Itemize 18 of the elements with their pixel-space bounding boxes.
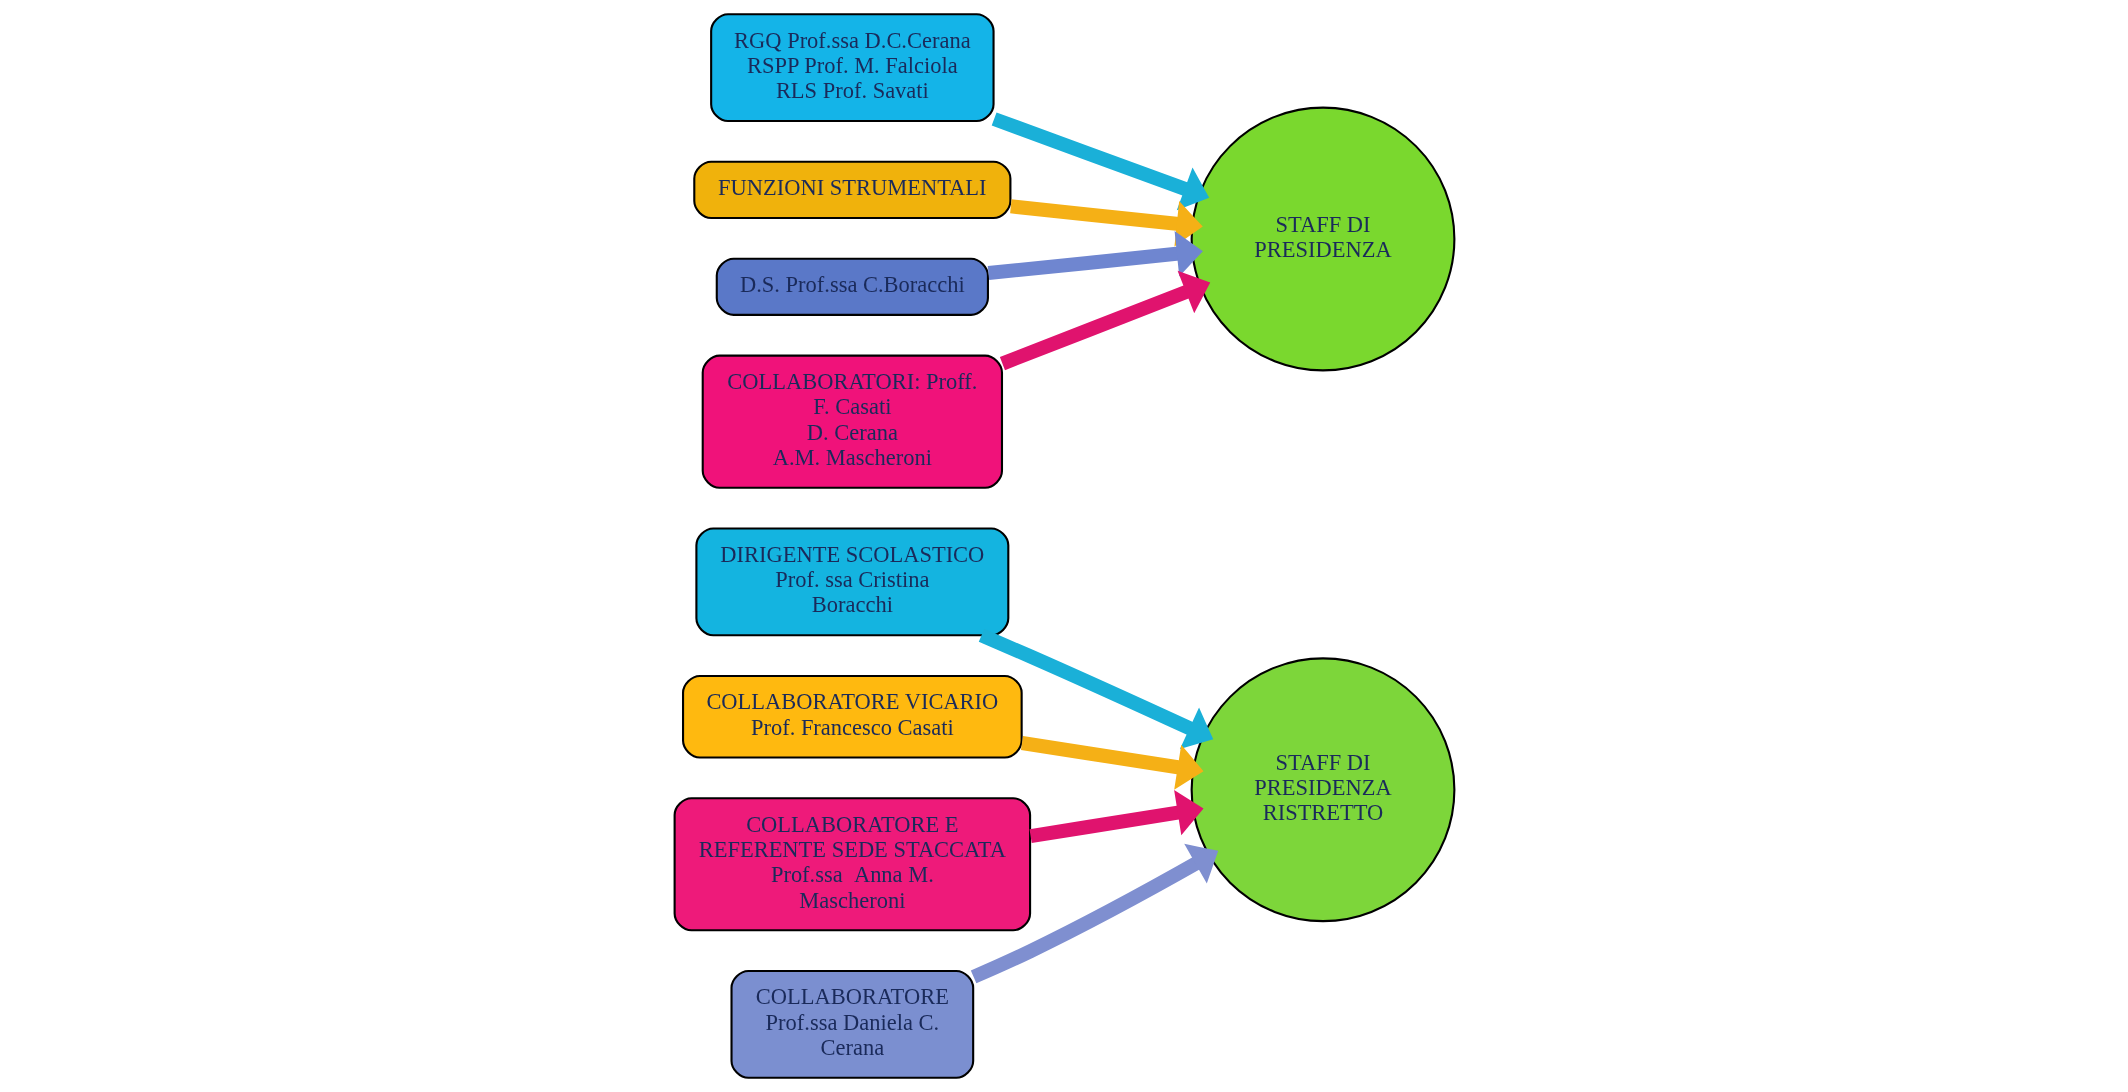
arrow — [987, 231, 1203, 280]
node-circle: STAFF DI PRESIDENZA RISTRETTO — [1190, 657, 1455, 923]
node-box: RGQ Prof.ssa D.C.Cerana RSPP Prof. M. Falciola RLS Prof. Savati — [709, 13, 995, 123]
node-box: COLLABORATORE E REFERENTE SEDE STACCATA Prof.ssa Anna M. Mascheroni — [673, 797, 1031, 932]
node-box: FUNZIONI STRUMENTALI — [692, 160, 1011, 219]
arrow — [999, 270, 1210, 371]
node-box: COLLABORATORE VICARIO Prof. Francesco Casati — [681, 674, 1023, 759]
arrow — [991, 112, 1209, 211]
node-circle: STAFF DI PRESIDENZA — [1190, 106, 1455, 372]
arrow — [1009, 199, 1203, 247]
node-box: COLLABORATORI: Proff. F. Casati D. Cerana A.M. Mascheroni — [701, 354, 1003, 489]
node-box: COLLABORATORE Prof.ssa Daniela C. Cerana — [729, 969, 974, 1079]
arrow — [978, 628, 1213, 750]
node-box: DIRIGENTE SCOLASTICO Prof. ssa Cristina Boracchi — [694, 527, 1009, 637]
node-box: D.S. Prof.ssa C.Boracchi — [715, 257, 989, 316]
arrow — [1029, 790, 1203, 843]
arrow — [1020, 736, 1204, 790]
arrow — [970, 843, 1218, 984]
